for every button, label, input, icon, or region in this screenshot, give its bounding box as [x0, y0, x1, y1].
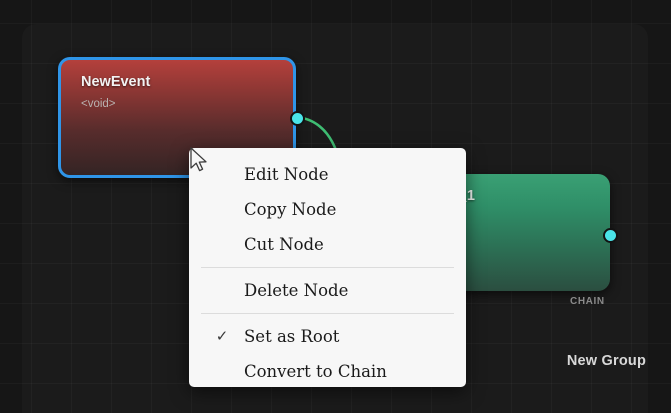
- menu-separator-1: [201, 267, 454, 268]
- node-chain-type-tag: CHAIN: [570, 296, 605, 307]
- menu-item-delete-node[interactable]: Delete Node: [189, 273, 466, 308]
- group-label: New Group: [566, 353, 646, 369]
- menu-item-cut-node[interactable]: Cut Node: [189, 227, 466, 262]
- menu-item-cut-node-label: Cut Node: [244, 235, 324, 254]
- menu-item-copy-node[interactable]: Copy Node: [189, 192, 466, 227]
- checkmark-icon: ✓: [215, 327, 229, 345]
- menu-item-edit-node-label: Edit Node: [244, 165, 329, 184]
- menu-item-convert-to-chain-label: Convert to Chain: [244, 362, 387, 381]
- menu-item-set-as-root-label: Set as Root: [244, 327, 340, 346]
- node-event-subtitle: <void>: [81, 98, 116, 110]
- node-event-title: NewEvent: [81, 74, 151, 90]
- menu-item-delete-node-label: Delete Node: [244, 281, 349, 300]
- menu-item-edit-node[interactable]: Edit Node: [189, 157, 466, 192]
- node-chain-output-port[interactable]: [603, 228, 618, 243]
- node-event-output-port[interactable]: [290, 111, 305, 126]
- menu-item-convert-to-chain[interactable]: Convert to Chain: [189, 354, 466, 387]
- menu-item-copy-node-label: Copy Node: [244, 200, 337, 219]
- node-context-menu[interactable]: Edit Node Copy Node Cut Node Delete Node…: [189, 148, 466, 387]
- menu-item-set-as-root[interactable]: ✓ Set as Root: [189, 319, 466, 354]
- menu-separator-2: [201, 313, 454, 314]
